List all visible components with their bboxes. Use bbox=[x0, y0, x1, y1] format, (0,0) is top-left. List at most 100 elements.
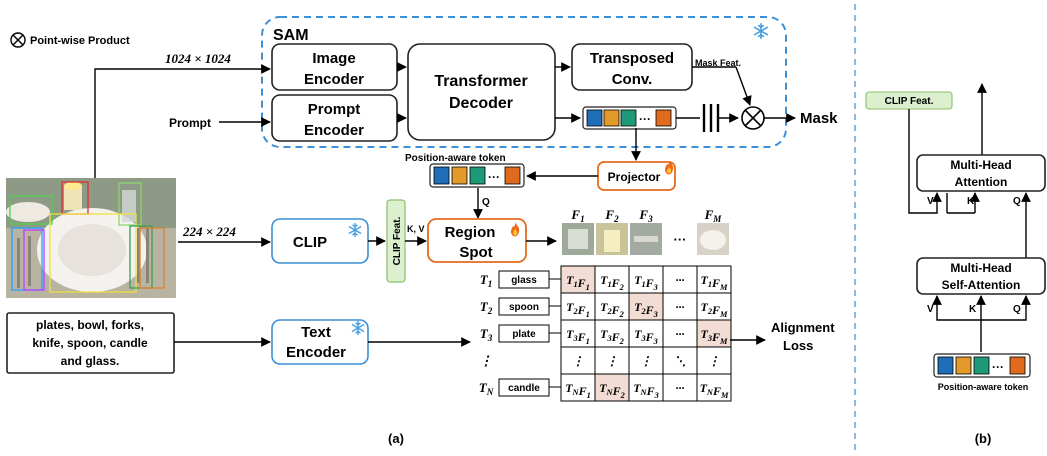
matrix-cell-text: ··· bbox=[676, 381, 685, 395]
transformer-decoder-box bbox=[407, 43, 556, 141]
feature-label: F1 bbox=[570, 207, 584, 224]
clip-feat-label: CLIP Feat. bbox=[392, 216, 403, 265]
matrix-cell-text: ⋮ bbox=[572, 354, 584, 368]
matrix-cell-text: T3F1 bbox=[566, 327, 590, 346]
matrix-cell-text: ⋮ bbox=[708, 354, 720, 368]
region-line2: Spot bbox=[459, 244, 492, 261]
matrix-cell-text: TNF1 bbox=[565, 381, 591, 400]
word-label: plate bbox=[512, 329, 536, 340]
clip-label: CLIP bbox=[293, 234, 327, 251]
matrix-cell bbox=[696, 292, 732, 321]
matrix-cell-text: TNF3 bbox=[633, 381, 659, 400]
word-label: spoon bbox=[509, 302, 539, 313]
region-line1: Region bbox=[445, 224, 496, 241]
mask-feat-label: Mask Feat. bbox=[695, 58, 741, 68]
matrix-cell-text: T1FM bbox=[701, 273, 729, 292]
matrix-cell-text: T2F2 bbox=[600, 300, 624, 319]
matrix-cell-text: T2F1 bbox=[566, 300, 590, 319]
alignment-line1: Alignment bbox=[771, 320, 835, 335]
matrix-cell bbox=[628, 319, 664, 348]
pointwise-legend: Point-wise Product bbox=[10, 32, 130, 48]
msa-box bbox=[916, 257, 1046, 295]
matrix-cell-text: TNFM bbox=[700, 381, 729, 400]
b-k1: K bbox=[967, 196, 975, 207]
msa-line1: Multi-Head bbox=[950, 261, 1011, 275]
text-encoder-line2: Encoder bbox=[286, 344, 346, 361]
feature-labels: F1 F2 F3 FM bbox=[570, 207, 722, 224]
matrix-cell bbox=[594, 292, 630, 321]
matrix-cell bbox=[628, 373, 664, 402]
matrix-cell-text: ··· bbox=[676, 273, 685, 287]
matrix-cell-text: ··· bbox=[676, 300, 685, 314]
feature-label: F3 bbox=[638, 207, 653, 224]
q-label: Q bbox=[482, 197, 490, 208]
msa-line2: Self-Attention bbox=[942, 278, 1021, 292]
text-input-line3: and glass. bbox=[61, 354, 120, 368]
b-k2: K bbox=[969, 304, 977, 315]
matrix-cell bbox=[594, 373, 630, 402]
svg-text:···: ··· bbox=[639, 112, 651, 126]
pos-token-label: Position-aware token bbox=[405, 153, 506, 164]
input-image bbox=[6, 178, 176, 298]
mha-box bbox=[916, 154, 1046, 192]
feature-label: FM bbox=[704, 207, 723, 224]
matrix-cell-text: ⋱ bbox=[674, 354, 686, 368]
mha-line2: Attention bbox=[955, 175, 1008, 189]
text-encoder-line1: Text bbox=[301, 324, 331, 341]
matrix-cell-text: T3F3 bbox=[634, 327, 658, 346]
matrix-cell bbox=[662, 373, 698, 402]
svg-text:···: ··· bbox=[992, 360, 1004, 374]
position-token-group: ··· bbox=[429, 163, 525, 188]
text-input-line1: plates, bowl, forks, bbox=[36, 318, 144, 332]
b-q1: Q bbox=[1013, 196, 1021, 207]
clip-size-label: 224 × 224 bbox=[182, 224, 236, 239]
matrix-cell-text: T3F2 bbox=[600, 327, 624, 346]
image-encoder-line2: Encoder bbox=[304, 71, 364, 88]
feature-label: F2 bbox=[604, 207, 619, 224]
text-embedding-label: T1 bbox=[480, 272, 493, 289]
b-pos-token-label: Position-aware token bbox=[938, 382, 1029, 392]
matrix-cell-text: ⋮ bbox=[640, 354, 652, 368]
sam-title: SAM bbox=[273, 27, 309, 44]
region-crops: ··· bbox=[562, 223, 729, 255]
matrix-cell-text: T1F1 bbox=[566, 273, 590, 292]
text-embedding-label: T3 bbox=[480, 326, 493, 343]
sam-token-group: ··· bbox=[582, 106, 677, 130]
matrix-cell bbox=[628, 346, 664, 375]
prompt-encoder-line1: Prompt bbox=[308, 101, 361, 118]
transposed-line1: Transposed bbox=[590, 50, 674, 67]
sam-container bbox=[261, 16, 787, 148]
caption-a: (a) bbox=[388, 431, 404, 446]
matrix-cell-text: T2F3 bbox=[634, 300, 658, 319]
matrix-cell bbox=[662, 292, 698, 321]
svg-text:···: ··· bbox=[674, 232, 687, 247]
b-position-token-group: ··· bbox=[933, 353, 1031, 378]
alignment-line2: Loss bbox=[783, 338, 813, 353]
matrix-cell-text: TNF2 bbox=[599, 381, 625, 400]
b-q2: Q bbox=[1013, 304, 1021, 315]
matrix-cell-text: T3FM bbox=[701, 327, 729, 346]
mask-output-label: Mask bbox=[800, 110, 838, 127]
b-v1: V bbox=[927, 196, 934, 207]
image-encoder-line1: Image bbox=[312, 50, 355, 67]
word-label: candle bbox=[508, 383, 540, 394]
prompt-encoder-line2: Encoder bbox=[304, 122, 364, 139]
text-embedding-label: T2 bbox=[480, 299, 493, 316]
legend-text: Point-wise Product bbox=[30, 35, 130, 47]
snowflake-icon bbox=[753, 22, 769, 40]
transposed-line2: Conv. bbox=[612, 71, 653, 88]
matrix-cell-text: T2FM bbox=[701, 300, 729, 319]
b-v2: V bbox=[927, 304, 934, 315]
kv-label: K, V bbox=[407, 224, 425, 234]
svg-text:···: ··· bbox=[488, 170, 500, 184]
transformer-line2: Decoder bbox=[449, 95, 513, 112]
transformer-line1: Transformer bbox=[434, 73, 527, 90]
matrix-cell bbox=[662, 319, 698, 348]
projector-label: Projector bbox=[608, 170, 661, 184]
sam-size-label: 1024 × 1024 bbox=[165, 51, 231, 66]
matrix-cell-text: ··· bbox=[676, 327, 685, 341]
pointwise-product-icon bbox=[741, 106, 765, 130]
caption-b: (b) bbox=[975, 431, 992, 446]
